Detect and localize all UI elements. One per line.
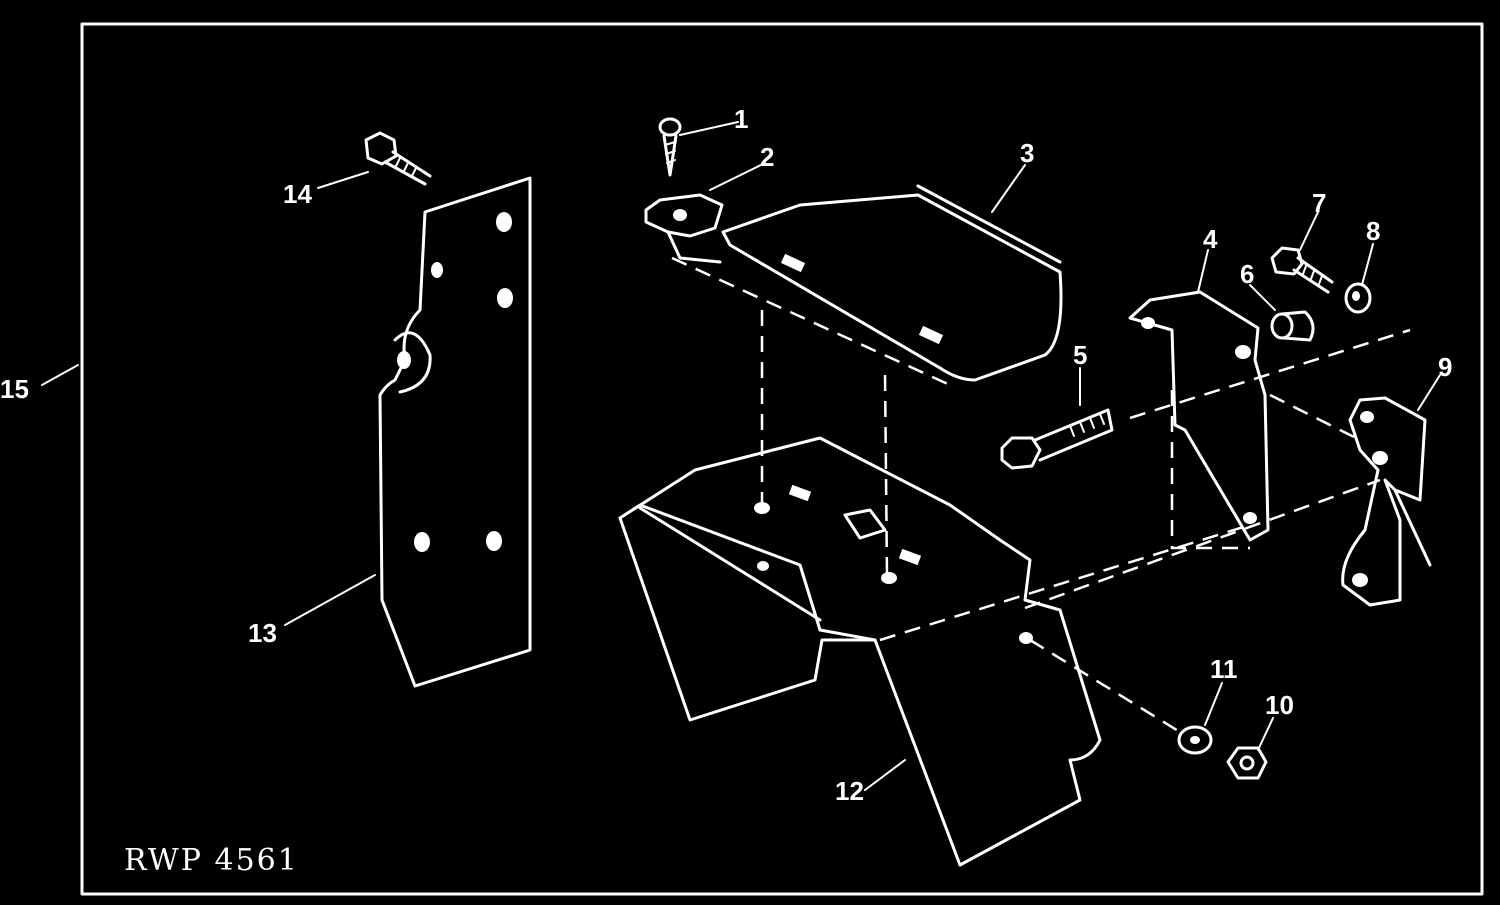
part-6-spacer	[1270, 310, 1315, 342]
figure-id: RWP 4561	[124, 843, 299, 878]
part-5-bolt	[1000, 408, 1114, 470]
callout-2: 2	[760, 142, 774, 172]
part-9-bracket	[1341, 396, 1432, 607]
part-13-side-panel	[378, 176, 532, 688]
assembly-lines	[671, 256, 1411, 737]
part-4-bracket	[1128, 290, 1270, 542]
callout-5: 5	[1073, 340, 1087, 370]
part-2-clamp	[644, 193, 724, 264]
callout-4: 4	[1203, 224, 1218, 254]
callout-3: 3	[1020, 138, 1034, 168]
part-7-bolt	[1270, 246, 1334, 294]
callout-6: 6	[1240, 259, 1254, 289]
diagram-frame	[80, 22, 1484, 896]
leader-lines	[41, 121, 1441, 791]
callout-13: 13	[248, 618, 277, 648]
callout-15: 15	[0, 374, 29, 404]
callout-12: 12	[835, 776, 864, 806]
callout-11: 11	[1210, 654, 1238, 684]
callout-7: 7	[1312, 188, 1326, 218]
callout-10: 10	[1265, 690, 1294, 720]
part-11-washer	[1177, 725, 1213, 755]
part-1-screw	[658, 117, 682, 177]
part-8-washer	[1344, 282, 1372, 314]
part-3-plate	[721, 184, 1063, 382]
callout-14: 14	[283, 179, 312, 209]
part-14-bolt	[364, 131, 432, 186]
part-10-nut	[1226, 746, 1268, 780]
callout-9: 9	[1438, 352, 1452, 382]
callout-8: 8	[1366, 216, 1380, 246]
callout-1: 1	[734, 104, 748, 134]
